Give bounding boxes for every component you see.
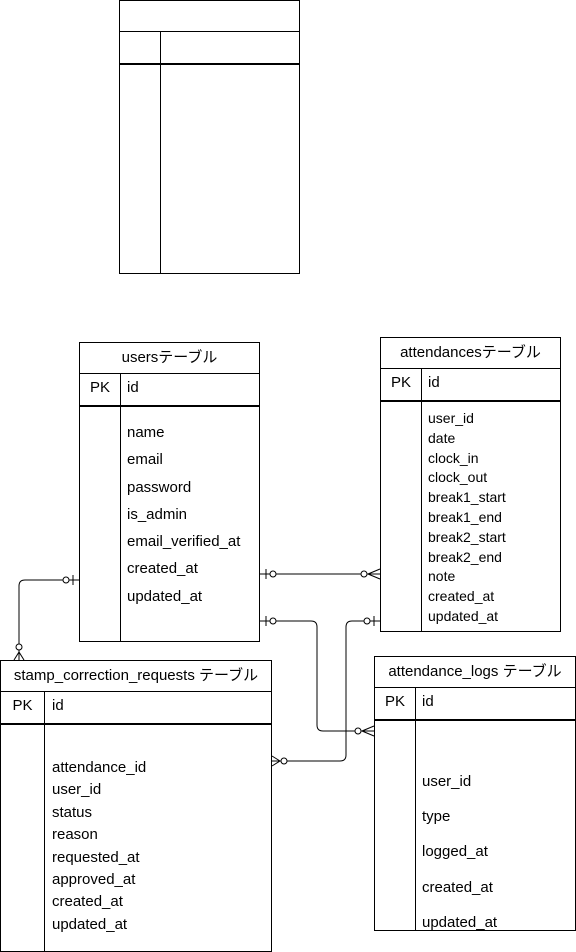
attendance-logs-pk-label: PK <box>384 693 405 710</box>
field-user-id: user_id <box>428 410 474 426</box>
field-clock-out: clock_out <box>428 469 488 486</box>
attendances-table[interactable]: attendancesテーブル PK id user_id date clock… <box>380 337 561 632</box>
field-user-id: user_id <box>422 773 472 790</box>
attendance-logs-divider <box>415 687 416 930</box>
field-created-at: created_at <box>127 560 198 578</box>
users-fields: name email password is_admin email_verif… <box>127 419 240 610</box>
field-logged-at: logged_at <box>422 843 488 861</box>
field-note: note <box>428 568 456 585</box>
field-created-at: created_at <box>422 878 493 896</box>
field-approved-at: approved_at <box>52 871 136 889</box>
field-updated-at: updated_at <box>127 587 203 605</box>
stamp-correction-requests-fields: attendance_id user_id status reason requ… <box>52 757 146 936</box>
field-break2-start: break2_start <box>428 528 506 545</box>
field-email: email <box>127 451 163 469</box>
stamp-correction-requests-table[interactable]: stamp_correction_requests テーブル PK id att… <box>0 660 272 952</box>
field-break2-end: break2_end <box>428 548 502 565</box>
field-break1-end: break1_end <box>428 508 502 525</box>
users-pk-field: id <box>127 379 139 396</box>
field-status: status <box>52 803 93 821</box>
users-pk-label: PK <box>89 379 110 396</box>
field-created-at: created_at <box>428 588 495 605</box>
field-user-id: user_id <box>52 781 102 799</box>
field-clock-in: clock_in <box>428 449 479 466</box>
attendances-pk-field: id <box>428 374 440 391</box>
attendances-table-title: attendancesテーブル <box>381 338 560 369</box>
attendance-logs-table[interactable]: attendance_logs テーブル PK id user_id type … <box>374 656 576 931</box>
stamp-correction-requests-pk-field: id <box>52 697 64 714</box>
users-pk-row: PK id <box>80 373 259 407</box>
relation-users-attendances[interactable] <box>260 568 381 580</box>
users-divider <box>120 373 121 641</box>
field-created-at: created_at <box>52 893 123 911</box>
attendance-logs-pk-row: PK id <box>375 687 575 721</box>
attendances-pk-label: PK <box>390 374 411 391</box>
field-reason: reason <box>52 826 98 844</box>
empty-table-title <box>120 1 299 32</box>
field-updated-at: updated_at <box>52 915 128 933</box>
stamp-correction-requests-divider <box>44 691 45 951</box>
attendances-pk-row: PK id <box>381 368 560 402</box>
empty-table[interactable] <box>119 0 300 274</box>
field-password: password <box>127 478 192 496</box>
field-type: type <box>422 808 451 826</box>
field-attendance-id: attendance_id <box>52 759 147 776</box>
field-break1-start: break1_start <box>428 489 506 506</box>
field-updated-at: updated_at <box>428 607 499 624</box>
field-updated-at: updated_at <box>422 913 498 931</box>
stamp-correction-requests-pk-row: PK id <box>1 691 271 725</box>
empty-table-divider <box>160 31 161 273</box>
field-name: name <box>127 424 165 441</box>
field-requested-at: requested_at <box>52 848 140 866</box>
attendances-fields: user_id date clock_in clock_out break1_s… <box>428 409 506 627</box>
relation-users-attendance-logs[interactable] <box>260 616 375 737</box>
stamp-correction-requests-pk-label: PK <box>12 697 33 714</box>
field-email-verified-at: email_verified_at <box>127 533 241 551</box>
field-is-admin: is_admin <box>127 505 188 523</box>
field-date: date <box>428 429 456 446</box>
users-table-title: usersテーブル <box>80 343 259 374</box>
relation-users-stamp-correction-requests[interactable] <box>13 575 79 661</box>
empty-table-pk-row <box>120 31 299 65</box>
attendance-logs-table-title: attendance_logs テーブル <box>375 657 575 688</box>
attendances-divider <box>421 368 422 631</box>
stamp-correction-requests-table-title: stamp_correction_requests テーブル <box>1 661 271 692</box>
relation-attendances-stamp-correction-requests[interactable] <box>271 616 380 767</box>
attendance-logs-pk-field: id <box>422 693 434 710</box>
users-table[interactable]: usersテーブル PK id name email password is_a… <box>79 342 260 642</box>
attendance-logs-fields: user_id type logged_at created_at update… <box>422 764 497 940</box>
